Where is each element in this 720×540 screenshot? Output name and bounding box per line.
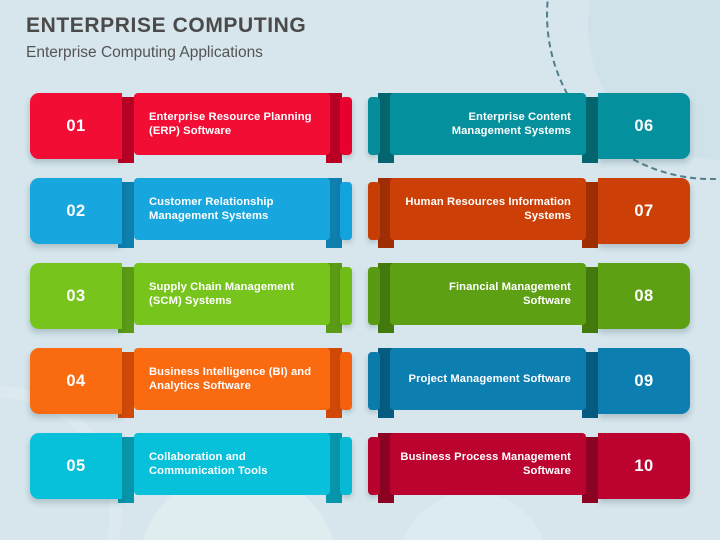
panel-label: Supply Chain Management (SCM) Systems (149, 281, 295, 307)
fold-shadow-inner (118, 182, 134, 248)
fold-shadow-outer (326, 263, 342, 333)
panel-label: Project Management Software (408, 373, 571, 385)
number-badge[interactable]: 03 (30, 263, 122, 329)
label-panel[interactable]: Financial Management Software (390, 263, 586, 325)
label-panel[interactable]: Human Resources Information Systems (390, 178, 586, 240)
panel-label: Collaboration and Communication Tools (149, 451, 268, 477)
left-column: 01 Enterprise Resource Planning (ERP) Sof… (30, 93, 352, 518)
accent-tab (368, 182, 380, 240)
label-panel[interactable]: Enterprise Content Management Systems (390, 93, 586, 155)
fold-shadow-inner (118, 437, 134, 503)
fold-shadow-outer (582, 182, 598, 248)
panel-label: Financial Management Software (449, 281, 571, 307)
process-row[interactable]: 06 Enterprise Content Management Systems (368, 93, 690, 163)
label-panel[interactable]: Collaboration and Communication Tools (134, 433, 330, 495)
badge-number: 04 (66, 371, 86, 390)
process-row[interactable]: 02 Customer Relationship Management Syste… (30, 178, 352, 248)
number-badge[interactable]: 09 (598, 348, 690, 414)
panel-label: Customer Relationship Management Systems (149, 196, 274, 222)
number-badge[interactable]: 06 (598, 93, 690, 159)
number-badge[interactable]: 07 (598, 178, 690, 244)
accent-tab (340, 352, 352, 410)
badge-number: 01 (66, 116, 86, 135)
page-title: ENTERPRISE COMPUTING (26, 14, 307, 37)
fold-shadow-inner (118, 267, 134, 333)
fold-shadow-outer (582, 437, 598, 503)
accent-tab (368, 437, 380, 495)
process-row[interactable]: 01 Enterprise Resource Planning (ERP) Sof… (30, 93, 352, 163)
badge-number: 05 (66, 456, 86, 475)
number-badge[interactable]: 05 (30, 433, 122, 499)
page-subtitle: Enterprise Computing Applications (26, 44, 263, 61)
fold-shadow-outer (326, 93, 342, 163)
badge-number: 09 (634, 371, 654, 390)
process-row[interactable]: 10 Business Process Management Software (368, 433, 690, 503)
number-badge[interactable]: 08 (598, 263, 690, 329)
label-panel[interactable]: Business Intelligence (BI) and Analytics… (134, 348, 330, 410)
badge-number: 08 (634, 286, 654, 305)
accent-tab (368, 267, 380, 325)
panel-label: Enterprise Resource Planning (ERP) Softw… (149, 111, 312, 137)
process-row[interactable]: 08 Financial Management Software (368, 263, 690, 333)
fold-shadow-outer (582, 267, 598, 333)
label-panel[interactable]: Enterprise Resource Planning (ERP) Softw… (134, 93, 330, 155)
number-badge[interactable]: 10 (598, 433, 690, 499)
number-badge[interactable]: 01 (30, 93, 122, 159)
fold-shadow-inner (118, 97, 134, 163)
accent-tab (368, 352, 380, 410)
fold-shadow-outer (326, 433, 342, 503)
fold-shadow-outer (582, 97, 598, 163)
fold-shadow-outer (326, 178, 342, 248)
panel-label: Business Intelligence (BI) and Analytics… (149, 366, 312, 392)
label-panel[interactable]: Customer Relationship Management Systems (134, 178, 330, 240)
process-row[interactable]: 03 Supply Chain Management (SCM) Systems (30, 263, 352, 333)
panel-label: Human Resources Information Systems (405, 196, 571, 222)
badge-number: 06 (634, 116, 654, 135)
label-panel[interactable]: Business Process Management Software (390, 433, 586, 495)
fold-shadow-outer (326, 348, 342, 418)
number-badge[interactable]: 02 (30, 178, 122, 244)
fold-shadow-inner (118, 352, 134, 418)
badge-number: 03 (66, 286, 86, 305)
accent-tab (368, 97, 380, 155)
process-row[interactable]: 09 Project Management Software (368, 348, 690, 418)
accent-tab (340, 267, 352, 325)
accent-tab (340, 437, 352, 495)
slide-header: ENTERPRISE COMPUTING Enterprise Computin… (26, 14, 306, 62)
process-row[interactable]: 05 Collaboration and Communication Tools (30, 433, 352, 503)
label-panel[interactable]: Project Management Software (390, 348, 586, 410)
badge-number: 07 (634, 201, 654, 220)
accent-tab (340, 97, 352, 155)
badge-number: 02 (66, 201, 86, 220)
badge-number: 10 (634, 456, 654, 475)
label-panel[interactable]: Supply Chain Management (SCM) Systems (134, 263, 330, 325)
number-badge[interactable]: 04 (30, 348, 122, 414)
process-row[interactable]: 04 Business Intelligence (BI) and Analyti… (30, 348, 352, 418)
panel-label: Business Process Management Software (400, 451, 571, 477)
panel-label: Enterprise Content Management Systems (451, 111, 571, 137)
fold-shadow-outer (582, 352, 598, 418)
process-row[interactable]: 07 Human Resources Information Systems (368, 178, 690, 248)
accent-tab (340, 182, 352, 240)
